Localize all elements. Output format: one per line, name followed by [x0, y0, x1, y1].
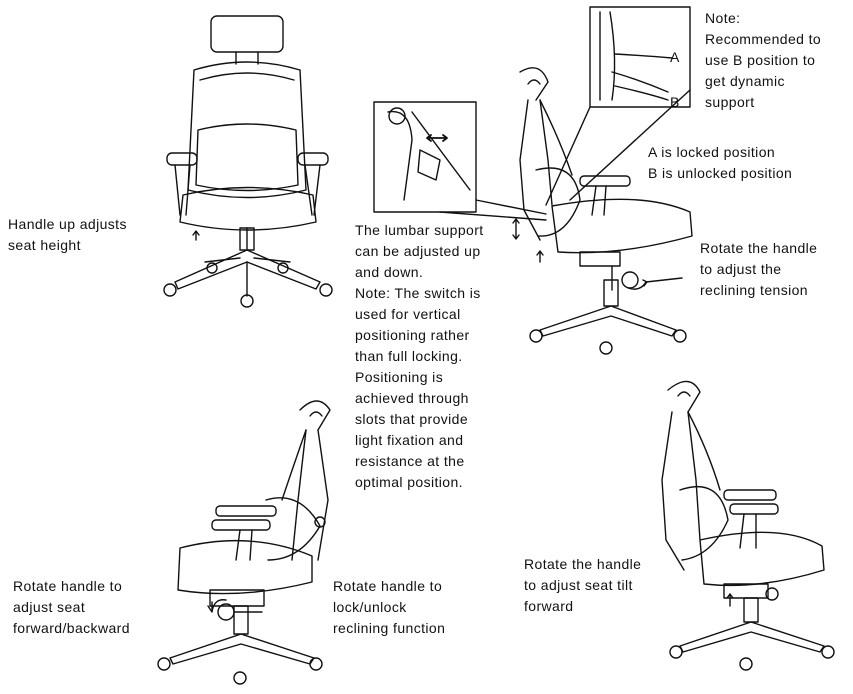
chair-front-view: [164, 16, 332, 307]
inset-lumbar-switch: [374, 102, 546, 220]
label-recline-lock: Rotate handle to lock/unlock reclining f…: [333, 578, 446, 636]
label-lumbar-support: The lumbar support can be adjusted up an…: [355, 222, 484, 490]
chair-side-view-lumbar: [513, 68, 692, 354]
label-seat-tilt: Rotate the handle to adjust seat tilt fo…: [524, 556, 642, 614]
label-reclining-tension: Rotate the handle to adjust the reclinin…: [700, 240, 818, 298]
mark-b: B: [670, 94, 680, 110]
label-ab-positions: A is locked position B is unlocked posit…: [648, 144, 793, 181]
label-seat-forward-backward: Rotate handle to adjust seat forward/bac…: [13, 578, 130, 636]
chair-side-view-seat-tilt: [662, 381, 834, 670]
inset-ab-positions: [546, 7, 690, 205]
label-seat-height: Handle up adjusts seat height: [8, 216, 127, 253]
chair-side-view-seat-depth: [158, 401, 330, 684]
label-note-b-position: Note: Recommended to use B position to g…: [705, 10, 822, 110]
mark-a: A: [670, 49, 680, 65]
